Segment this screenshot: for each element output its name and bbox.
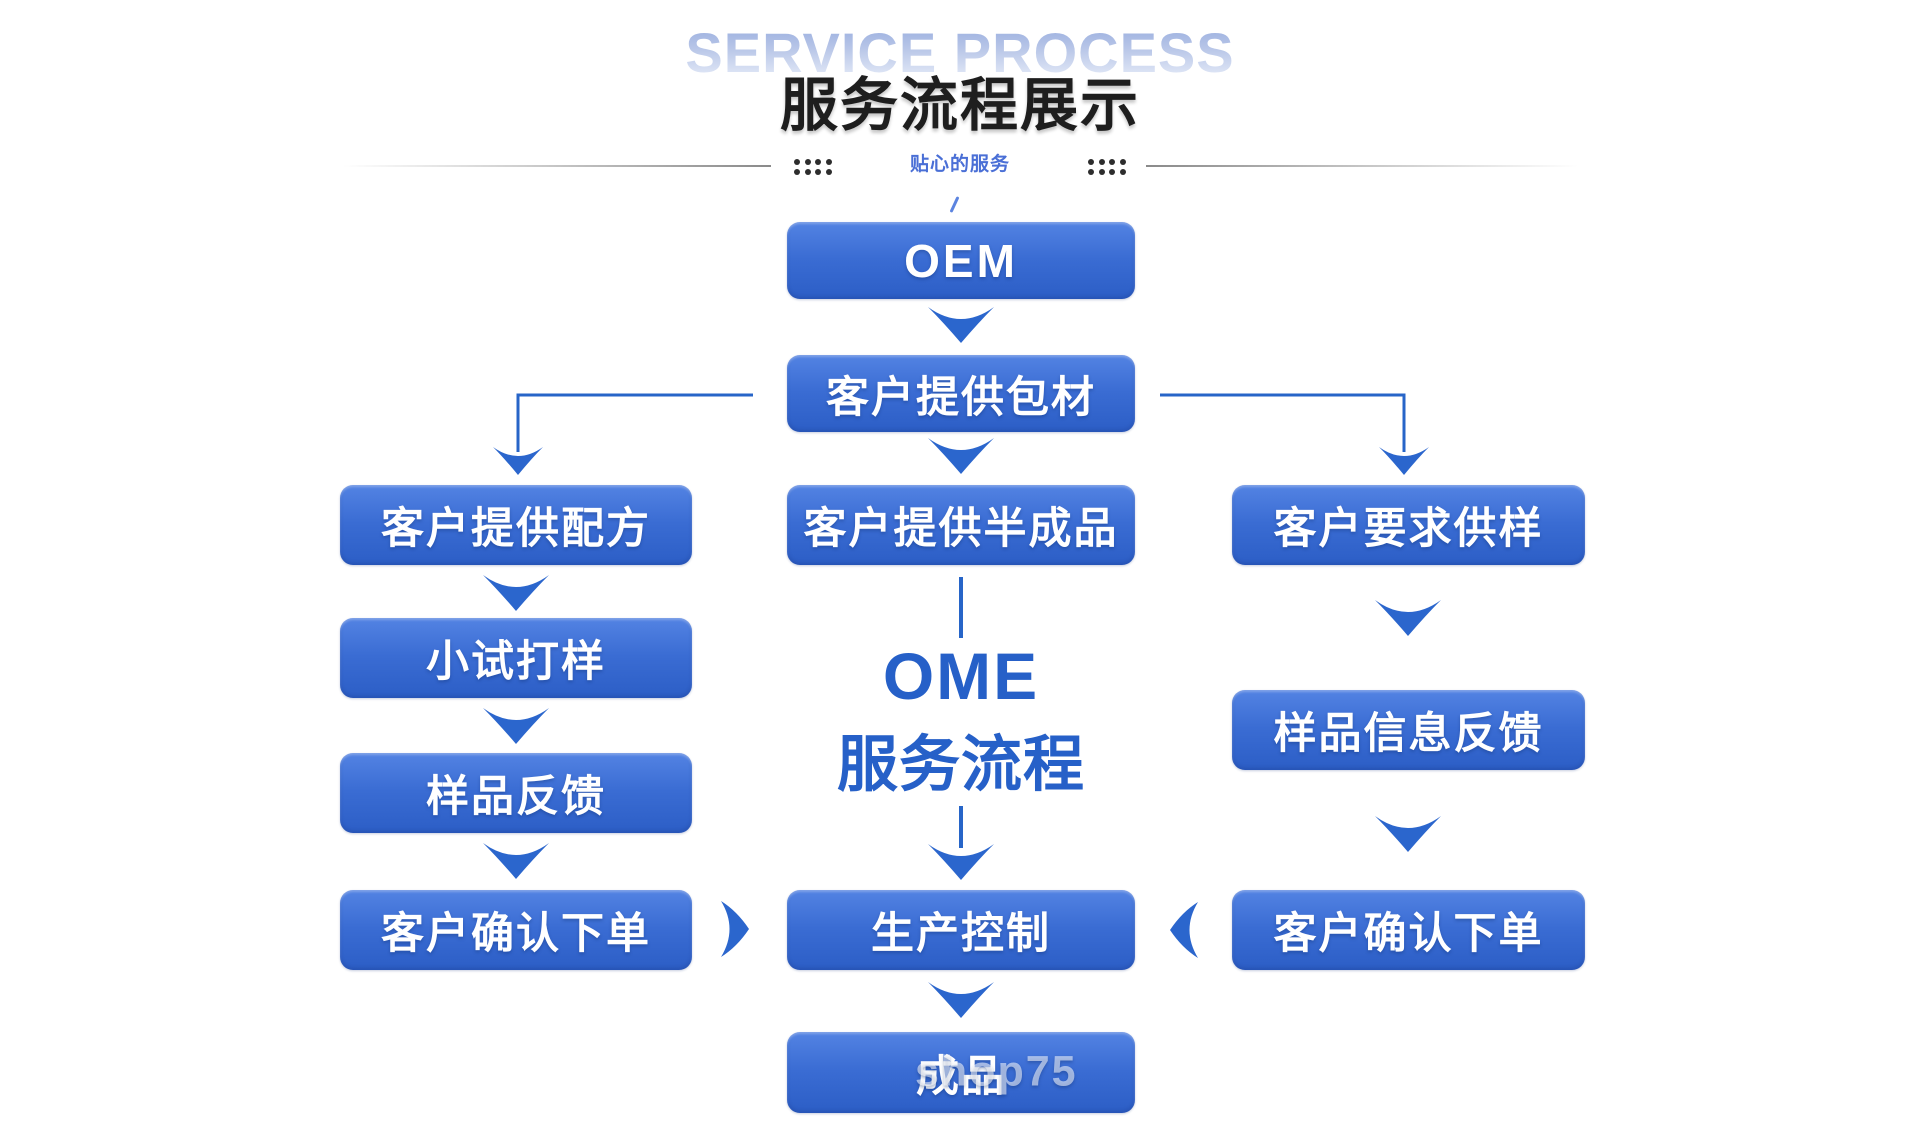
node-label: 客户提供半成品 (803, 505, 1119, 553)
node-label: 成品 (916, 1052, 1006, 1101)
down-arrow-icon (928, 307, 994, 343)
flow-node-customer-packaging: 客户提供包材 (787, 355, 1135, 432)
dot (794, 159, 800, 165)
down-arrow-icon (483, 843, 549, 879)
node-label: 客户要求供样 (1273, 505, 1544, 553)
node-label: 样品反馈 (426, 773, 606, 821)
page-title-english: SERVICE PROCESS (0, 20, 1920, 85)
node-label: 客户提供包材 (826, 373, 1096, 422)
left-chevron-icon (1170, 902, 1198, 958)
dot (1119, 159, 1126, 165)
flow-node-oem: OEM (787, 222, 1135, 299)
dot (815, 159, 821, 165)
down-arrow-icon (928, 982, 994, 1018)
divider-line-right (1146, 165, 1578, 167)
flow-node-customer-sample-request: 客户要求供样 (1232, 485, 1585, 565)
node-label: OEM (904, 234, 1018, 287)
dot (1088, 169, 1094, 175)
arrowhead-down-icon (493, 447, 543, 475)
flow-node-production-control: 生产控制 (787, 890, 1135, 970)
down-arrow-icon (1375, 816, 1441, 852)
watermark-text: shop75 (915, 1047, 1078, 1096)
dot (804, 169, 811, 175)
node-label: 客户提供配方 (381, 505, 651, 553)
flow-node-confirm-order-left: 客户确认下单 (340, 890, 692, 970)
connector-line-right (1160, 393, 1406, 452)
dot (1119, 169, 1126, 175)
dot (1098, 169, 1105, 175)
flow-node-sample-feedback: 样品反馈 (340, 753, 692, 833)
right-chevron-icon (721, 901, 749, 957)
arrowhead-down-icon (928, 844, 994, 880)
dots-ornament-right (1088, 159, 1126, 175)
dot (1109, 159, 1115, 165)
down-arrow-icon (483, 708, 549, 744)
flow-node-customer-formula: 客户提供配方 (340, 485, 692, 565)
dot (804, 159, 811, 165)
flow-node-customer-semi-finished: 客户提供半成品 (787, 485, 1135, 565)
center-label-service-process: 服务流程 (836, 730, 1085, 798)
dot (1098, 159, 1105, 165)
down-arrow-icon (928, 438, 994, 474)
node-label: 客户确认下单 (381, 910, 651, 958)
dot (825, 159, 832, 165)
node-label: 客户确认下单 (1273, 910, 1544, 958)
node-label: 样品信息反馈 (1273, 710, 1544, 758)
dot (815, 169, 821, 175)
page-title: 服务流程展示 (779, 73, 1140, 138)
dot (825, 169, 832, 175)
down-arrow-icon (483, 575, 549, 611)
flow-node-trial-sampling: 小试打样 (340, 618, 692, 698)
dot (1109, 169, 1115, 175)
flow-node-finished-product: 成品 shop75 (787, 1032, 1135, 1113)
dots-ornament-left (794, 159, 832, 175)
flow-node-sample-info-feedback: 样品信息反馈 (1232, 690, 1585, 770)
slash-ornament (949, 196, 960, 213)
down-arrow-icon (1375, 600, 1441, 636)
center-label-ome: OME (882, 639, 1040, 713)
divider-line-left (343, 165, 771, 167)
dot (794, 169, 800, 175)
connector-line-left (516, 393, 753, 452)
flow-node-confirm-order-right: 客户确认下单 (1232, 890, 1585, 970)
divider-label: 贴心的服务 (909, 154, 1010, 175)
arrowhead-down-icon (1379, 447, 1429, 475)
dot (1088, 159, 1094, 165)
node-label: 生产控制 (871, 910, 1051, 958)
node-label: 小试打样 (426, 638, 606, 686)
